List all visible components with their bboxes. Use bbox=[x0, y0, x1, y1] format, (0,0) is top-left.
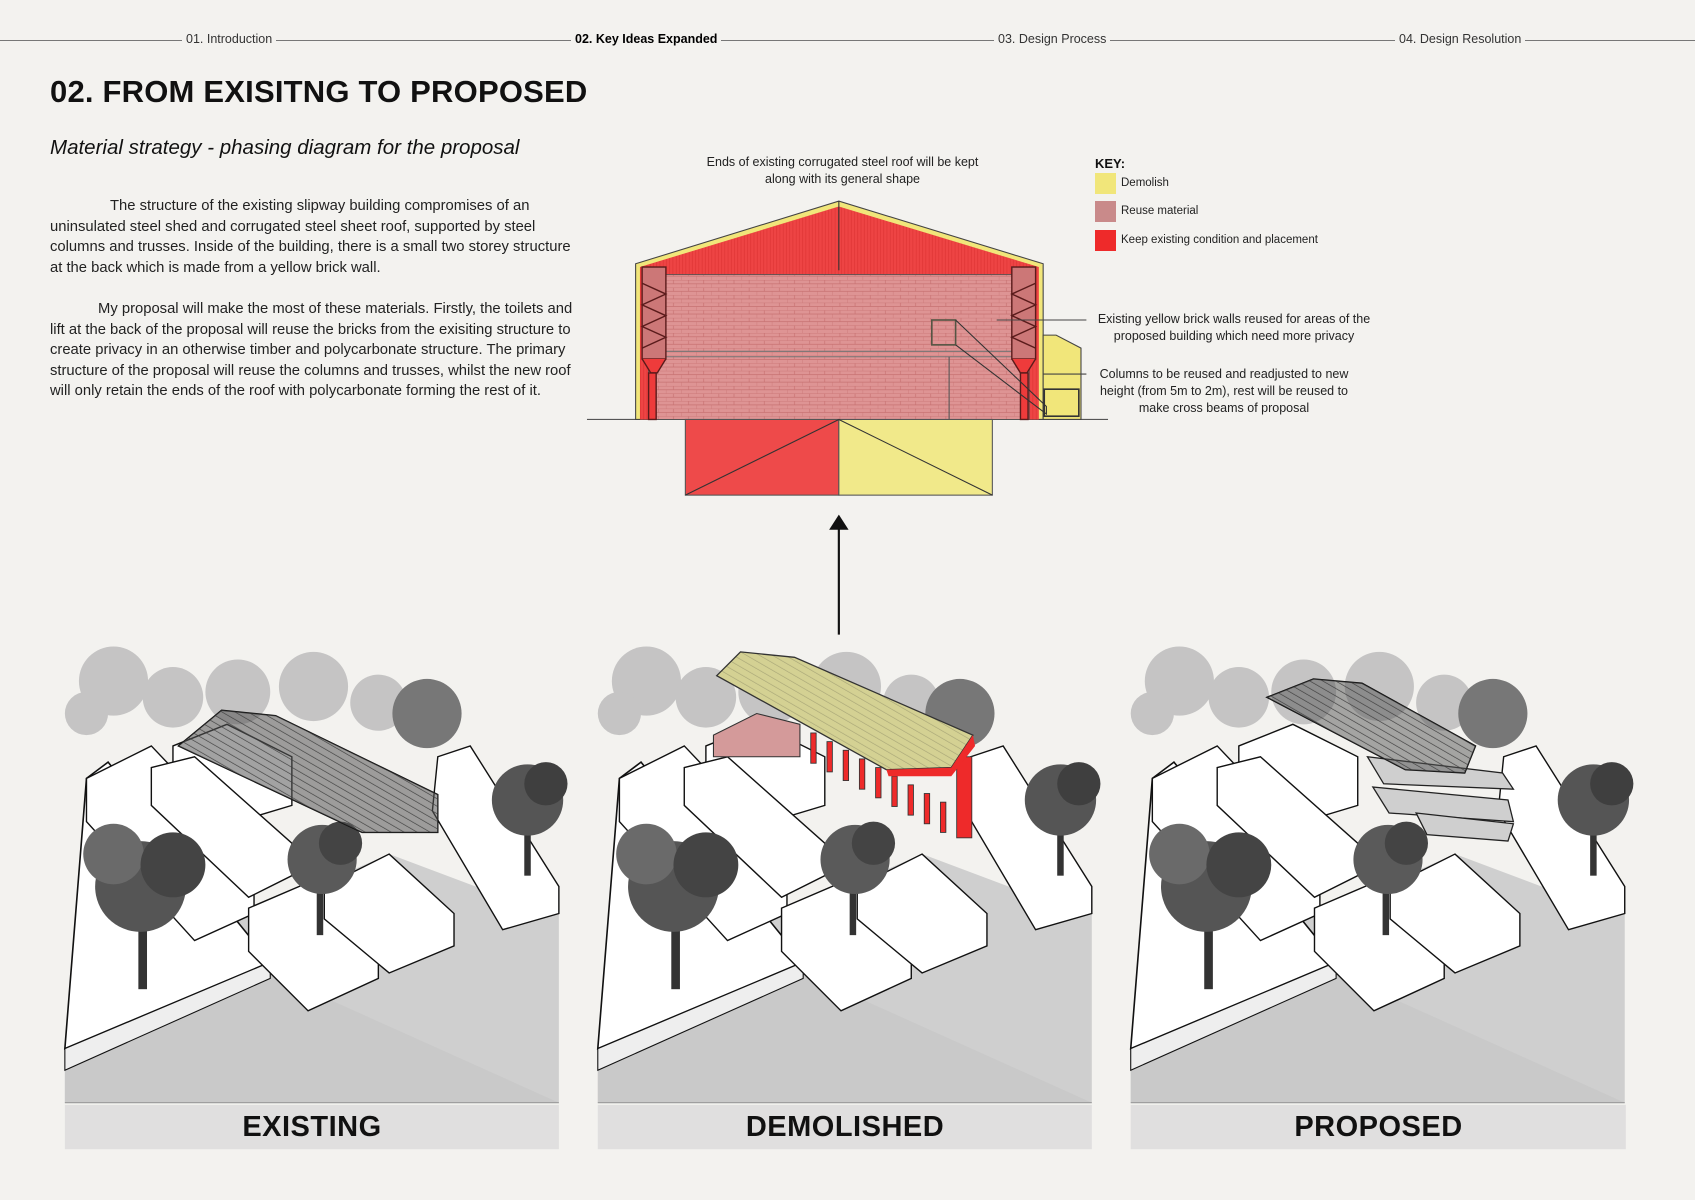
key-label: Demolish bbox=[1121, 177, 1169, 189]
kept-columns bbox=[810, 732, 973, 839]
nav-design-resolution[interactable]: 04. Design Resolution bbox=[1395, 32, 1526, 46]
panel-demolished bbox=[596, 645, 1102, 1150]
key-label: Keep existing condition and placement bbox=[1121, 234, 1318, 246]
key-item-keep: Keep existing condition and placement bbox=[1095, 229, 1318, 251]
key-item-reuse: Reuse material bbox=[1095, 200, 1198, 222]
kept-roof-end bbox=[886, 735, 976, 777]
brick-wall-note: Existing yellow brick walls reused for a… bbox=[1097, 312, 1371, 343]
key-title: KEY: bbox=[1095, 156, 1126, 171]
roof-note: Ends of existing corrugated steel roof w… bbox=[706, 155, 979, 186]
paragraph-existing: The structure of the existing slipway bu… bbox=[50, 198, 571, 276]
stair-landing bbox=[931, 319, 957, 346]
paragraph-proposal: My proposal will make the most of these … bbox=[50, 301, 573, 400]
panel-label-proposed: PROPOSED bbox=[1294, 1110, 1463, 1143]
key-label: Reuse material bbox=[1121, 205, 1199, 217]
panel-label-existing: EXISTING bbox=[242, 1110, 382, 1143]
arrow-up bbox=[829, 514, 849, 635]
foundation bbox=[684, 418, 993, 496]
brick-wall-reuse bbox=[648, 274, 1030, 420]
truss-right bbox=[1010, 266, 1038, 421]
stair bbox=[955, 319, 1047, 416]
section-diagram bbox=[586, 200, 1109, 635]
page-subtitle: Material strategy - phasing diagram for … bbox=[50, 136, 520, 159]
panel-label-demolished: DEMOLISHED bbox=[745, 1110, 945, 1143]
nav-divider bbox=[0, 40, 1695, 41]
page-title: 02. FROM EXISITNG TO PROPOSED bbox=[50, 74, 588, 109]
key-item-demolish: Demolish bbox=[1095, 172, 1169, 194]
annex-demolish bbox=[1042, 334, 1082, 420]
column-note: Columns to be reused and readjusted to n… bbox=[1099, 367, 1349, 415]
swatch-demolish bbox=[1095, 172, 1116, 194]
swatch-reuse bbox=[1095, 200, 1116, 222]
nav-key-ideas-expanded[interactable]: 02. Key Ideas Expanded bbox=[571, 32, 722, 46]
nav-introduction[interactable]: 01. Introduction bbox=[182, 32, 277, 46]
nav-design-process[interactable]: 03. Design Process bbox=[994, 32, 1111, 46]
reuse-brick-block bbox=[712, 712, 801, 758]
truss-left bbox=[640, 266, 668, 421]
panel-existing bbox=[64, 645, 569, 1150]
panel-proposed bbox=[1129, 645, 1635, 1150]
swatch-keep bbox=[1095, 229, 1116, 251]
